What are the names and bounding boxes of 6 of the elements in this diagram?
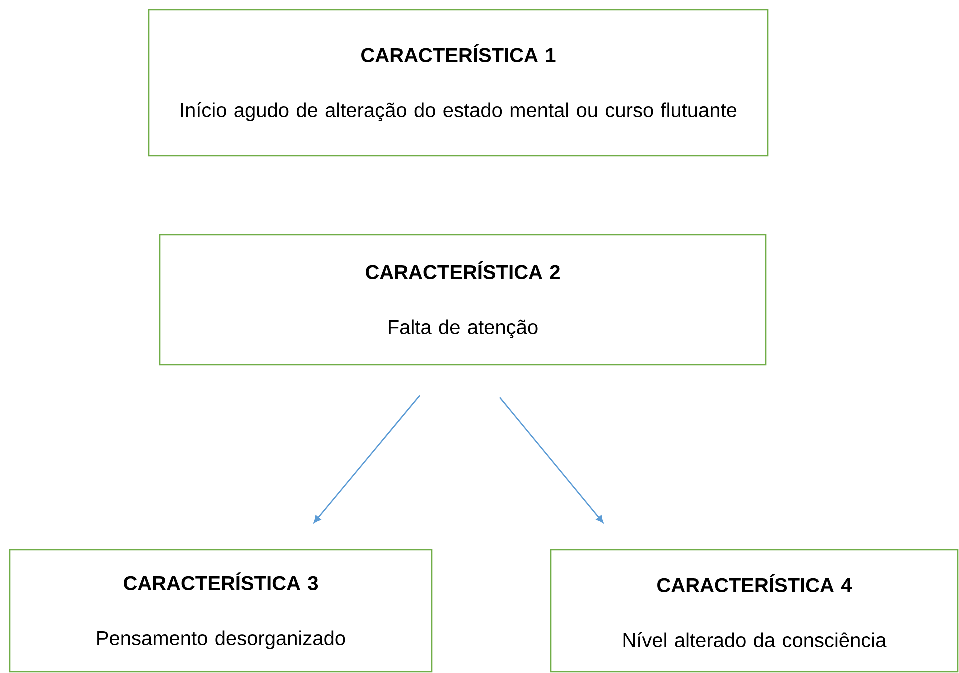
feature-box: CARACTERÍSTICA 3 Pensamento desorganizado [9, 549, 433, 673]
arrow [500, 397, 604, 524]
feature-box: CARACTERÍSTICA 2 Falta de atenção [159, 234, 767, 366]
arrow [314, 395, 420, 524]
feature-box: CARACTERÍSTICA 1 Início agudo de alteração do estado mental ou curso flutuante [148, 9, 769, 157]
feature-box: CARACTERÍSTICA 4 Nível alterado da consciência [550, 549, 959, 673]
